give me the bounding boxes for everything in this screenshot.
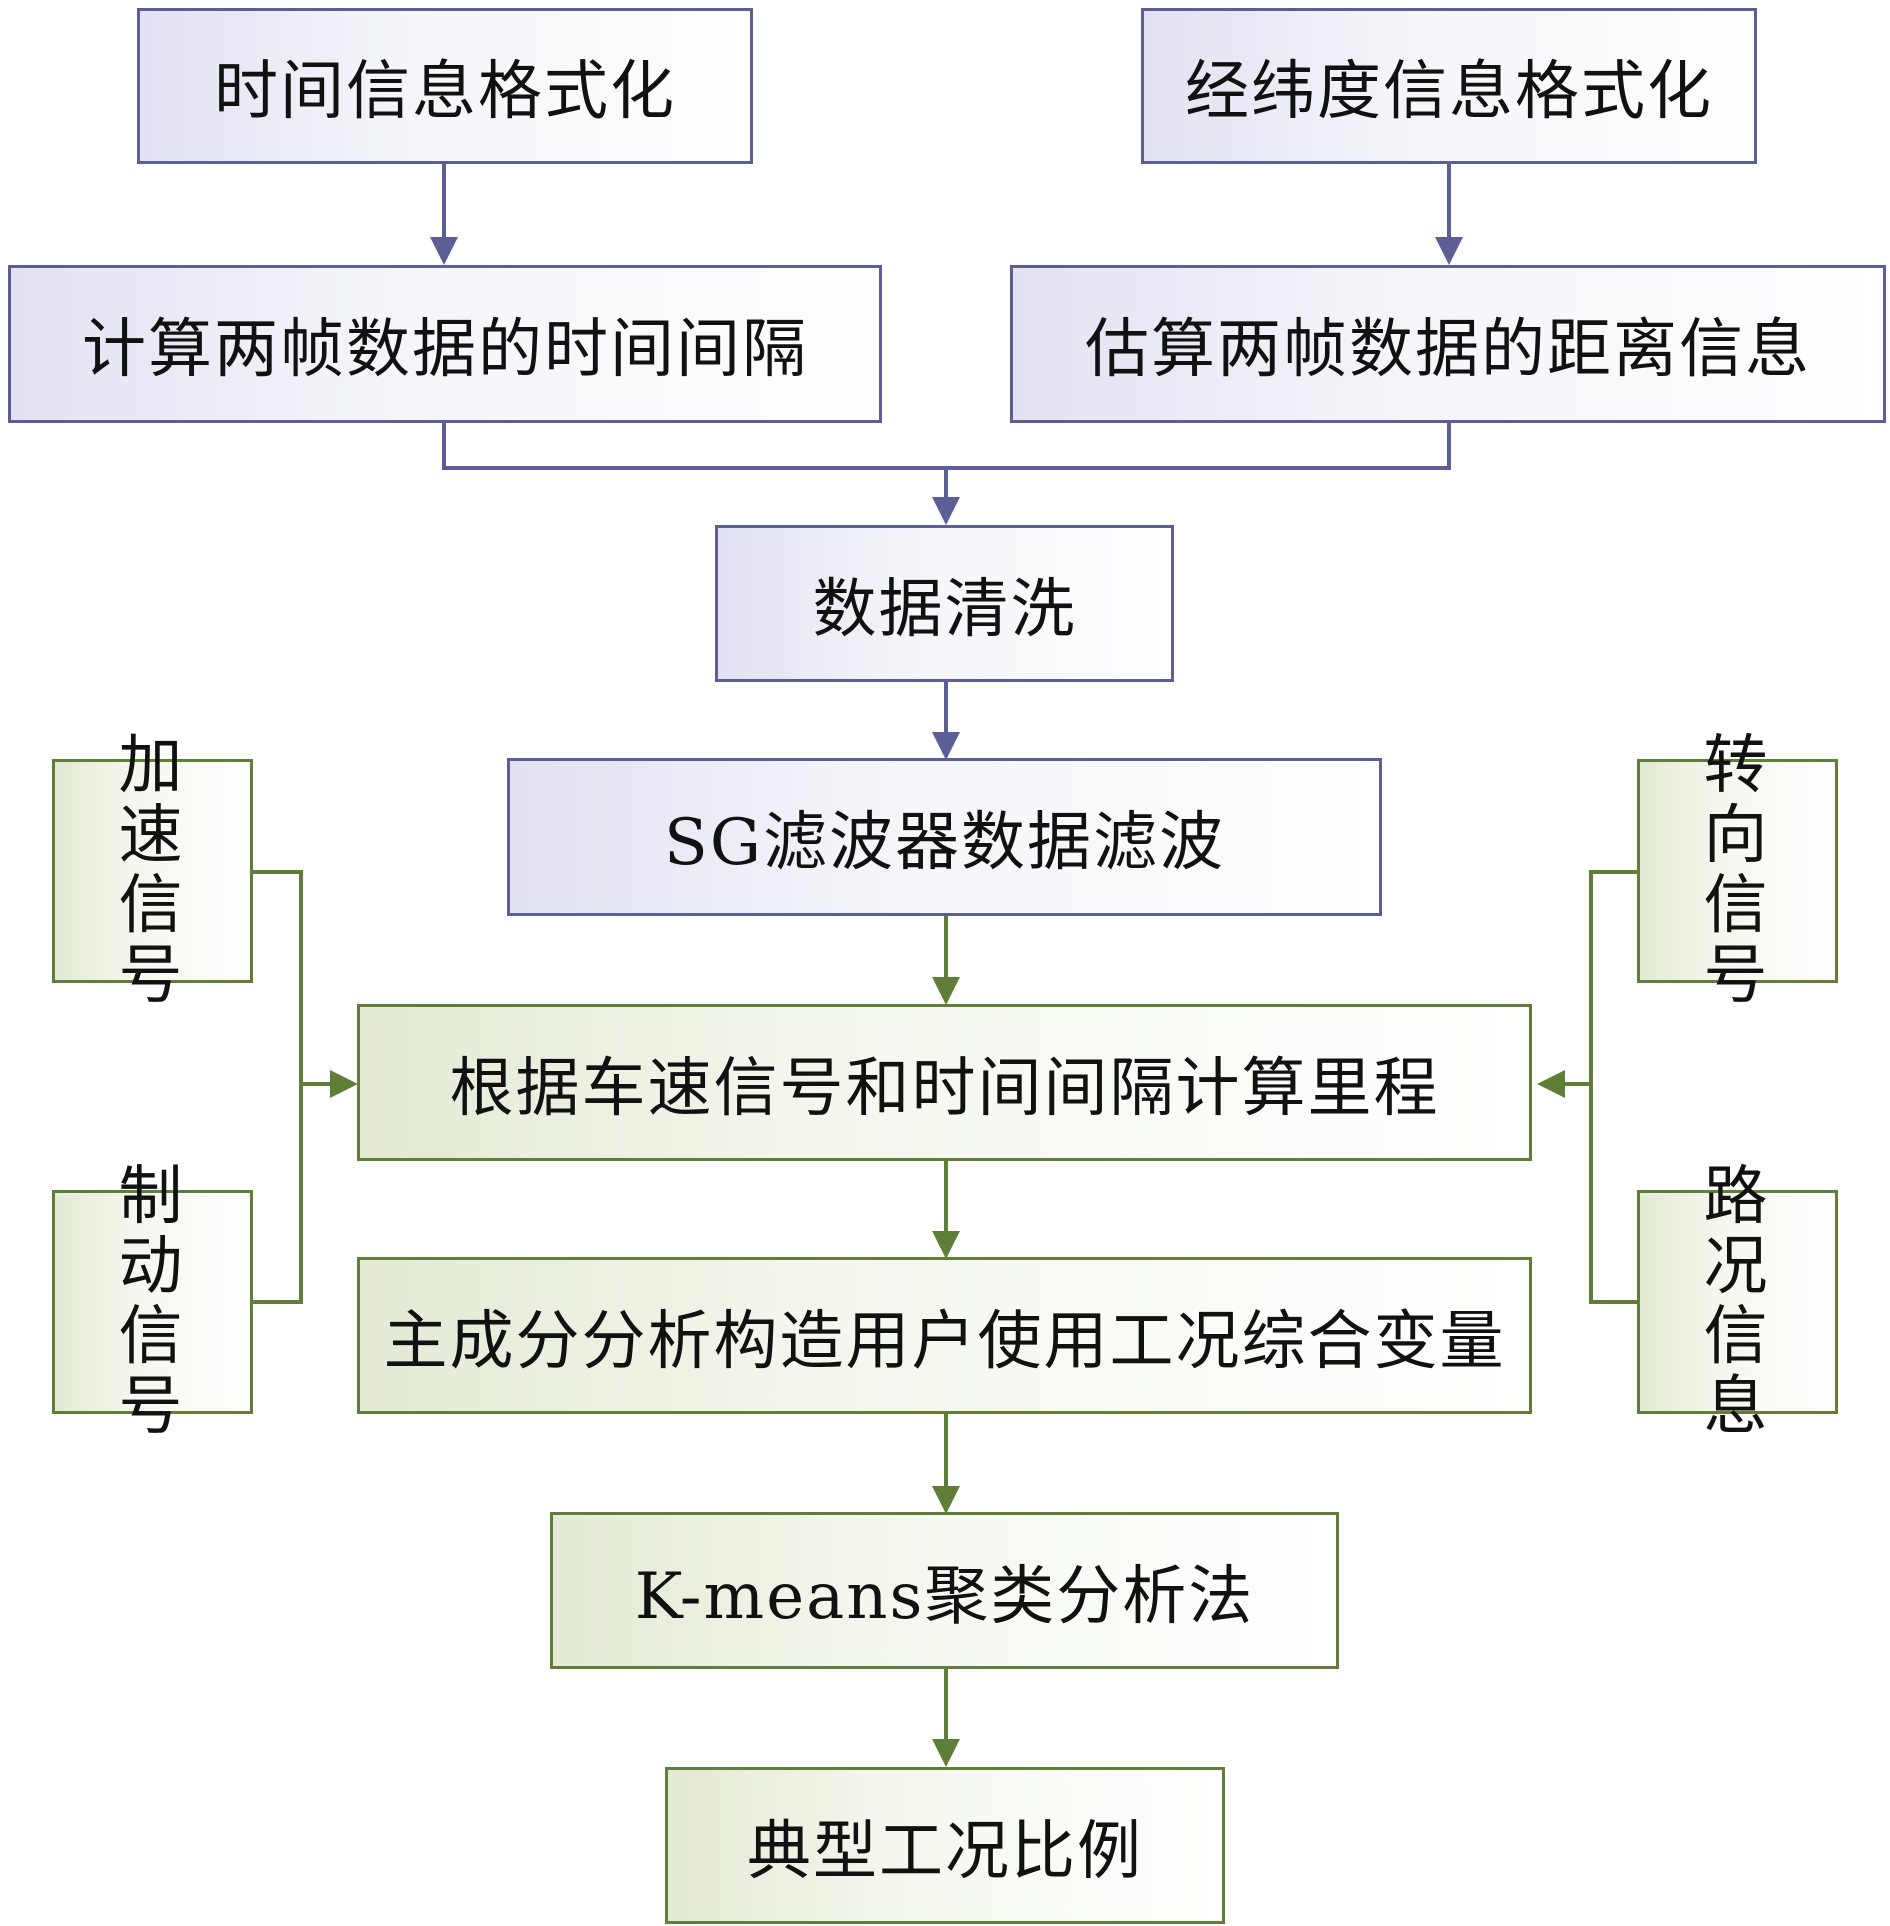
node-turn-signal: 转向信号	[1637, 731, 1838, 1011]
node-road-info-label: 路况信息	[1703, 1160, 1772, 1444]
node-pca: 主成分分析构造用户使用工况综合变量	[357, 1257, 1532, 1414]
node-distance-info-label: 估算两帧数据的距离信息	[1085, 313, 1811, 387]
node-accel-signal-label: 加速信号	[118, 729, 187, 1013]
node-time-format: 时间信息格式化	[137, 8, 753, 164]
node-sg-filter: SG滤波器数据滤波	[507, 758, 1382, 916]
edge-right-signals-bus	[1589, 870, 1637, 1304]
node-mileage-label: 根据车速信号和时间间隔计算里程	[449, 1051, 1440, 1126]
node-time-interval-label: 计算两帧数据的时间间隔	[82, 313, 808, 387]
node-accel-signal: 加速信号	[52, 731, 253, 1011]
node-distance-info: 估算两帧数据的距离信息	[1010, 265, 1886, 423]
node-brake-signal: 制动信号	[52, 1162, 253, 1442]
arrowhead-kmeans	[932, 1486, 960, 1514]
arrowhead-pca	[932, 1231, 960, 1259]
node-mileage: 根据车速信号和时间间隔计算里程	[357, 1004, 1532, 1161]
node-brake-signal-label: 制动信号	[118, 1160, 187, 1444]
node-latlon-format: 经纬度信息格式化	[1141, 8, 1757, 164]
edge-left-signals-bus	[253, 870, 303, 1304]
node-pca-label: 主成分分析构造用户使用工况综合变量	[383, 1304, 1506, 1379]
node-kmeans: K-means聚类分析法	[550, 1512, 1339, 1669]
edge-merge-to-cleaning	[442, 423, 1451, 470]
arrowhead-distance-info	[1435, 237, 1463, 265]
arrowhead-mileage-top	[932, 977, 960, 1005]
node-turn-signal-label: 转向信号	[1703, 729, 1772, 1013]
node-typical-ratio-label: 典型工况比例	[747, 1814, 1143, 1889]
node-time-format-label: 时间信息格式化	[214, 55, 676, 129]
arrowhead-sg-filter	[932, 732, 960, 760]
arrowhead-mileage-right	[1537, 1070, 1565, 1098]
arrowhead-typical-ratio	[932, 1739, 960, 1767]
node-data-cleaning: 数据清洗	[715, 525, 1174, 682]
node-kmeans-label: K-means聚类分析法	[634, 1559, 1255, 1634]
node-sg-filter-label: SG滤波器数据滤波	[664, 806, 1225, 880]
node-data-cleaning-label: 数据清洗	[812, 572, 1077, 647]
node-road-info: 路况信息	[1637, 1162, 1838, 1442]
node-time-interval: 计算两帧数据的时间间隔	[8, 265, 882, 423]
arrowhead-mileage-left	[330, 1070, 358, 1098]
node-typical-ratio: 典型工况比例	[665, 1767, 1225, 1924]
arrowhead-time-interval	[430, 237, 458, 265]
node-latlon-format-label: 经纬度信息格式化	[1185, 55, 1713, 129]
arrowhead-data-cleaning	[932, 497, 960, 525]
